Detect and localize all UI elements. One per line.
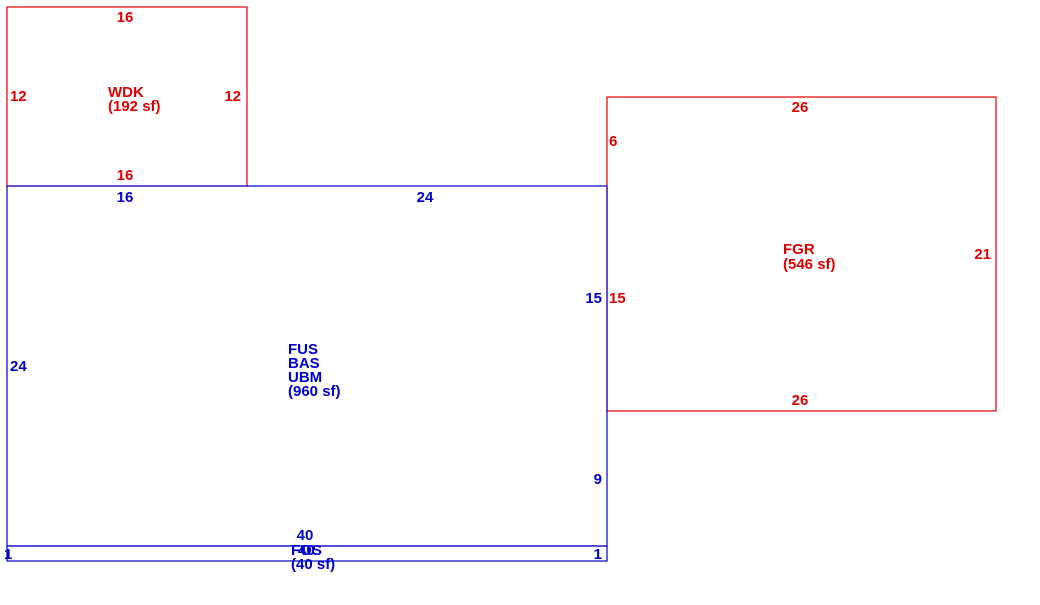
- fgr-dim-left-lower: 15: [609, 290, 626, 307]
- strip-code-2: 40: [298, 542, 315, 559]
- main-code-3: UBM: [288, 369, 322, 386]
- strip-area: (40 sf): [291, 556, 335, 573]
- fgr-area: (546 sf): [783, 256, 836, 273]
- wdk-code: WDK: [108, 84, 144, 101]
- main-dim-top-right: 24: [417, 189, 434, 206]
- wdk-dim-right: 12: [224, 88, 241, 105]
- fgr-code: FGR: [783, 241, 815, 258]
- strip-outline: [6, 545, 608, 562]
- strip-dim-right: 1: [594, 546, 602, 563]
- main-dim-bottom: 40: [297, 527, 314, 544]
- fgr-dim-left-upper: 6: [609, 133, 617, 150]
- main-dim-right-lower: 9: [594, 471, 602, 488]
- strip-dim-left: 1: [4, 546, 12, 563]
- wdk-dim-top: 16: [117, 9, 134, 26]
- strip-code-1: FOS: [291, 542, 322, 559]
- fgr-dim-top: 26: [792, 99, 809, 116]
- main-dim-left: 24: [10, 358, 27, 375]
- wdk-dim-bottom: 16: [117, 167, 134, 184]
- wdk-area: (192 sf): [108, 98, 161, 115]
- main-dim-top-left: 16: [117, 189, 134, 206]
- fgr-dim-right: 21: [974, 246, 991, 263]
- fgr-dim-bottom: 26: [792, 392, 809, 409]
- wdk-dim-left: 12: [10, 88, 27, 105]
- main-dim-right-upper: 15: [585, 290, 602, 307]
- main-area: (960 sf): [288, 383, 341, 400]
- main-code-2: BAS: [288, 355, 320, 372]
- main-code-1: FUS: [288, 341, 318, 358]
